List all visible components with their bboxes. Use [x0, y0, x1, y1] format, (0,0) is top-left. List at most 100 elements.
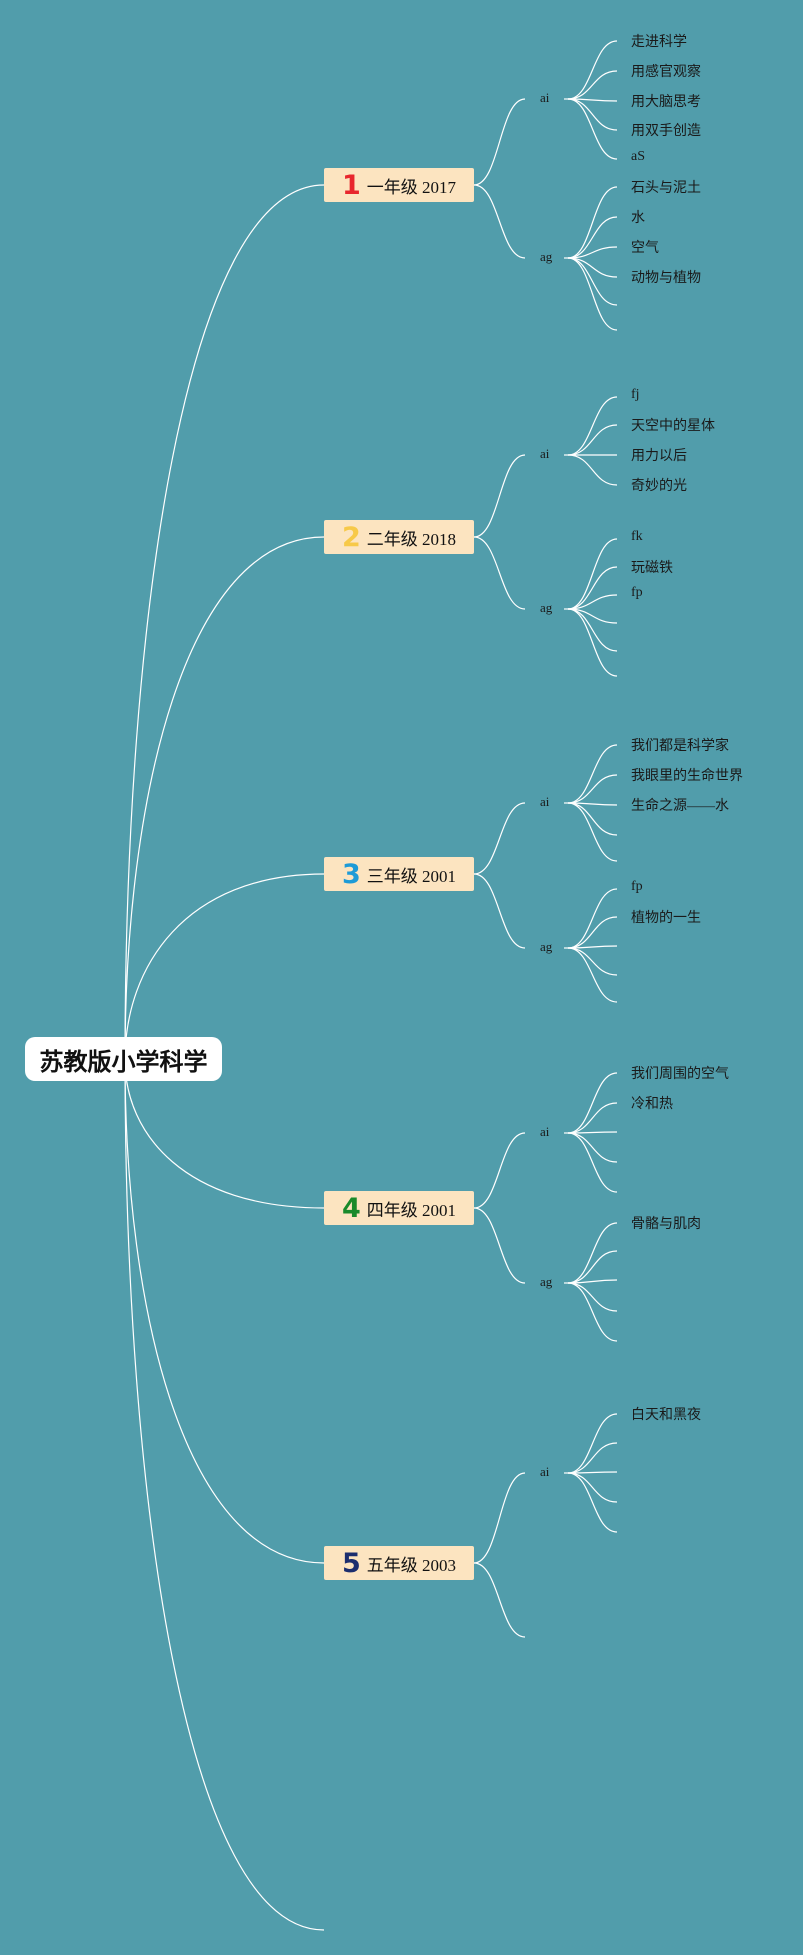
- sub-to-leaf-line: [567, 40, 618, 100]
- leaf-topic[interactable]: 用感官观察: [631, 65, 701, 80]
- leaf-topic[interactable]: 用双手创造: [631, 124, 701, 139]
- sub-to-leaf-line: [567, 1472, 618, 1503]
- grade-number-badge: 3: [341, 858, 361, 890]
- leaf-topic[interactable]: 走进科学: [631, 35, 687, 50]
- root-to-grade-5: [124, 1059, 325, 1564]
- sub-to-leaf-line: [567, 802, 618, 862]
- sub-to-leaf-line: [567, 1132, 618, 1193]
- root-title: 苏教版小学科学: [39, 1047, 208, 1076]
- leaf-topic[interactable]: fk: [631, 529, 643, 544]
- root-to-grade-4: [124, 1059, 325, 1209]
- sub-to-leaf-line: [567, 98, 618, 160]
- sub-branch-label[interactable]: ai: [540, 1464, 550, 1479]
- grade-to-sub-line: [473, 184, 526, 259]
- sub-to-leaf-line: [567, 1132, 618, 1163]
- sub-to-leaf-line: [567, 608, 618, 652]
- leaf-topic[interactable]: 骨骼与肌肉: [631, 1217, 701, 1232]
- sub-to-leaf-line: [567, 888, 618, 949]
- leaf-topic[interactable]: 冷和热: [631, 1097, 673, 1112]
- leaf-topic[interactable]: 用大脑思考: [631, 95, 701, 110]
- sub-branch-label[interactable]: ag: [540, 939, 553, 954]
- sub-to-leaf-line: [567, 774, 618, 804]
- grade-label: 四年级 2001: [366, 1200, 457, 1220]
- grade-to-sub-line: [473, 1472, 526, 1564]
- sub-to-leaf-line: [567, 947, 618, 976]
- sub-to-leaf-line: [567, 594, 618, 610]
- sub-to-leaf-line: [567, 566, 618, 610]
- sub-to-leaf-line: [567, 916, 618, 949]
- grade-to-sub-line: [473, 873, 526, 949]
- sub-to-leaf-line: [567, 947, 618, 1003]
- sub-branch-label[interactable]: ai: [540, 446, 550, 461]
- grade-to-sub-line: [473, 454, 526, 538]
- grade-to-sub-line: [473, 1132, 526, 1209]
- grade-to-sub-line: [473, 802, 526, 875]
- leaf-topic[interactable]: 用力以后: [631, 449, 687, 464]
- sub-to-leaf-line: [567, 1413, 618, 1474]
- grade-number-badge: 5: [341, 1547, 361, 1579]
- sub-to-leaf-line: [567, 257, 618, 306]
- grade-number-badge: 2: [341, 521, 361, 553]
- sub-branch-label[interactable]: ag: [540, 249, 553, 264]
- sub-to-leaf-line: [567, 608, 618, 677]
- grade-number-badge: 1: [341, 169, 361, 201]
- grade-to-sub-line: [473, 536, 526, 610]
- sub-to-leaf-line: [567, 246, 618, 259]
- root-to-grade-2: [124, 536, 325, 1061]
- sub-branch-label[interactable]: ag: [540, 1274, 553, 1289]
- leaf-topic[interactable]: 我们周围的空气: [631, 1067, 729, 1082]
- sub-to-leaf-line: [567, 454, 618, 486]
- grade-to-sub-line: [473, 1207, 526, 1284]
- sub-to-leaf-line: [567, 1072, 618, 1134]
- sub-branch-label[interactable]: ai: [540, 90, 550, 105]
- leaf-topic[interactable]: 我眼里的生命世界: [631, 769, 743, 784]
- leaf-topic[interactable]: 石头与泥土: [631, 181, 701, 196]
- sub-to-leaf-line: [567, 744, 618, 804]
- sub-to-leaf-line: [567, 216, 618, 259]
- leaf-topic[interactable]: 玩磁铁: [631, 561, 673, 576]
- sub-to-leaf-line: [567, 396, 618, 456]
- root-node[interactable]: 苏教版小学科学: [25, 1037, 222, 1081]
- leaf-topic[interactable]: fj: [631, 387, 640, 402]
- sub-branch-label[interactable]: ai: [540, 794, 550, 809]
- sub-to-leaf-line: [567, 1102, 618, 1134]
- leaf-topic[interactable]: 植物的一生: [631, 911, 701, 926]
- grade-label: 一年级 2017: [366, 177, 457, 197]
- sub-to-leaf-line: [567, 802, 618, 836]
- leaf-topic[interactable]: 我们都是科学家: [631, 739, 729, 754]
- sub-to-leaf-line: [567, 1250, 618, 1284]
- sub-to-leaf-line: [567, 1282, 618, 1312]
- leaf-topic[interactable]: 水: [631, 211, 645, 226]
- sub-to-leaf-line: [567, 70, 618, 100]
- grade-label: 三年级 2001: [366, 866, 457, 886]
- sub-branch-label[interactable]: ai: [540, 1124, 550, 1139]
- root-to-empty-branch: [124, 1059, 325, 1931]
- grade-to-sub-line: [473, 98, 526, 186]
- sub-branch-label[interactable]: ag: [540, 600, 553, 615]
- leaf-topic[interactable]: 天空中的星体: [631, 419, 715, 434]
- sub-to-leaf-line: [567, 186, 618, 259]
- sub-to-leaf-line: [567, 424, 618, 456]
- sub-to-leaf-line: [567, 1222, 618, 1284]
- leaf-topic[interactable]: aS: [631, 149, 645, 164]
- sub-to-leaf-line: [567, 1442, 618, 1474]
- leaf-topic[interactable]: 白天和黑夜: [631, 1408, 701, 1423]
- sub-to-leaf-line: [567, 98, 618, 131]
- grade-number-badge: 4: [341, 1192, 361, 1224]
- leaf-topic[interactable]: 空气: [631, 241, 659, 256]
- grade-label: 五年级 2003: [366, 1555, 457, 1575]
- grade-label: 二年级 2018: [366, 529, 457, 549]
- sub-to-leaf-line: [567, 538, 618, 610]
- sub-to-leaf-line: [567, 257, 618, 331]
- leaf-topic[interactable]: 奇妙的光: [631, 479, 687, 494]
- leaf-topic[interactable]: fp: [631, 879, 643, 894]
- leaf-topic[interactable]: 动物与植物: [631, 271, 701, 286]
- leaf-topic[interactable]: 生命之源——水: [631, 799, 729, 814]
- leaf-topic[interactable]: fp: [631, 585, 643, 600]
